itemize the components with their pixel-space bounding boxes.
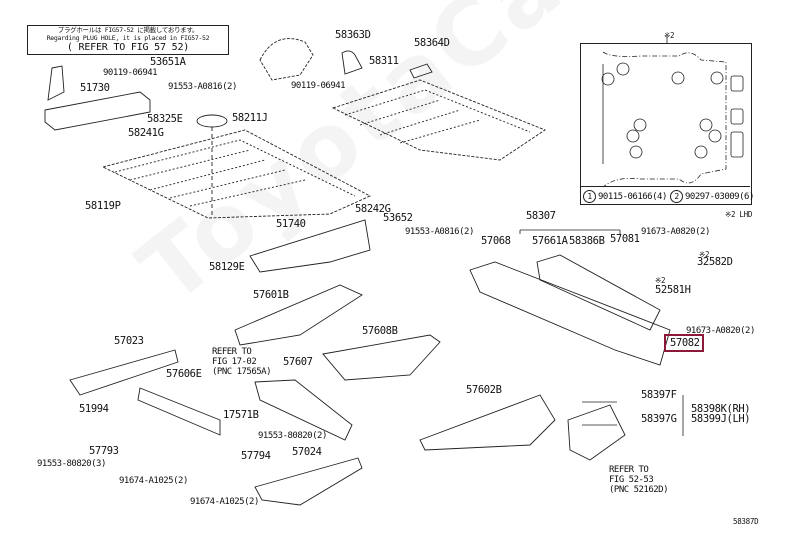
refer-line: FIG 52-53 [609,475,654,485]
reference-note-box: プラグホールは FIG57-52 に掲載しております。 Regarding PL… [27,25,229,55]
part-label[interactable]: 57602B [466,384,502,396]
part-label[interactable]: 58211J [232,112,268,124]
part-label[interactable]: 58398K(RH) [691,403,751,415]
part-cross-member-58307[interactable] [469,261,671,366]
part-label[interactable]: 58311 [369,55,399,67]
part-58398k[interactable] [567,404,626,461]
note-line-en: Regarding PLUG HOLE, it is placed in FIG… [46,34,210,42]
part-57606e[interactable] [137,387,221,436]
part-57661a[interactable] [536,254,661,331]
part-label[interactable]: 58363D [335,29,371,41]
lhd-mark: ※2 [699,250,710,259]
inset-callout-mark: ※2 [664,31,675,40]
part-label[interactable]: 91673-A0820(2) [686,326,755,336]
part-label[interactable]: 58325E [147,113,183,125]
part-58364d[interactable] [409,63,433,79]
part-51730[interactable] [44,91,151,131]
legend-part-2[interactable]: 90297-03009(6) [685,192,754,202]
part-label[interactable]: 58307 [526,210,556,222]
refer-line: (PNC 52162D) [609,485,669,495]
part-label[interactable]: 57793 [89,445,119,457]
part-label[interactable]: 91553-80820(2) [258,431,327,441]
part-57602b[interactable] [419,394,556,451]
legend-part-1[interactable]: 90115-06166(4) [598,192,667,202]
part-58363d[interactable] [341,50,363,75]
part-label[interactable]: 57661A [532,235,568,247]
part-label[interactable]: 51994 [79,403,109,415]
refer-to-fig-52-53[interactable]: REFER TO FIG 52-53 (PNC 52162D) [609,465,669,495]
part-label[interactable]: 57024 [292,446,322,458]
part-label[interactable]: 58397G [641,413,677,425]
part-label[interactable]: 57601B [253,289,289,301]
part-label[interactable]: 90119-06941 [291,81,346,91]
refer-to-fig-17-02[interactable]: REFER TO FIG 17-02 (PNC 17565A) [212,347,272,377]
legend-number-1: 1 [583,190,596,203]
part-51740[interactable] [249,219,371,273]
part-label[interactable]: 53651A [150,56,186,68]
refer-line: REFER TO [212,347,252,357]
part-label[interactable]: 57081 [610,233,640,245]
part-label[interactable]: 17571B [223,409,259,421]
part-label[interactable]: 52581H [655,284,691,296]
part-bracket-left[interactable] [47,65,65,101]
part-57601b[interactable] [234,284,363,346]
part-57024[interactable] [254,457,363,506]
refer-line: REFER TO [609,465,649,475]
part-label[interactable]: 58129E [209,261,245,273]
part-label[interactable]: 51730 [80,82,110,94]
part-label[interactable]: 58242G [355,203,391,215]
refer-line: FIG 17-02 [212,357,257,367]
part-label[interactable]: 58364D [414,37,450,49]
refer-line: (PNC 17565A) [212,367,272,377]
part-label[interactable]: 57607 [283,356,313,368]
part-label[interactable]: 91673-A0820(2) [641,227,710,237]
legend-number-2: 2 [670,190,683,203]
figure-id: 58387D [733,517,759,526]
part-label[interactable]: 58241G [128,127,164,139]
part-label[interactable]: 91674-A1025(2) [119,476,188,486]
part-label[interactable]: 57023 [114,335,144,347]
part-label[interactable]: 91553-80820(3) [37,459,106,469]
part-57607[interactable] [254,379,353,441]
part-label[interactable]: 91553-A0816(2) [168,82,237,92]
inset-drawing [601,51,744,188]
part-label[interactable]: 57794 [241,450,271,462]
part-57023[interactable] [69,349,179,396]
inset-detail-box [580,43,752,205]
note-line-jp: プラグホールは FIG57-52 に掲載しております。 [57,26,199,34]
part-57608b[interactable] [322,334,441,381]
part-wheelhouse[interactable] [259,38,314,81]
lhd-footnote: ※2 LHD [725,210,753,219]
part-label[interactable]: 90119-06941 [103,68,158,78]
note-refer-link[interactable]: ( REFER TO FIG 57 52) [66,42,190,53]
part-label-highlighted[interactable]: 57082 [670,337,700,349]
part-label[interactable]: 32582D [697,256,733,268]
lhd-mark: ※2 [655,276,666,285]
part-floor-pan-58211j[interactable] [101,114,372,219]
part-label[interactable]: 57068 [481,235,511,247]
part-label[interactable]: 57606E [166,368,202,380]
part-label[interactable]: 58399J(LH) [691,413,751,425]
highlighted-part-box[interactable]: 57082 [664,334,704,352]
leader-lines [519,36,684,436]
part-floor-58311[interactable] [331,79,546,161]
part-label[interactable]: 57608B [362,325,398,337]
part-label[interactable]: 91674-A1025(2) [190,497,259,507]
part-label[interactable]: 58119P [85,200,121,212]
part-label[interactable]: 58397F [641,389,677,401]
part-label[interactable]: 53652 [383,212,413,224]
part-label[interactable]: 51740 [276,218,306,230]
part-label[interactable]: 58386B [569,235,605,247]
part-label[interactable]: 91553-A0816(2) [405,227,474,237]
